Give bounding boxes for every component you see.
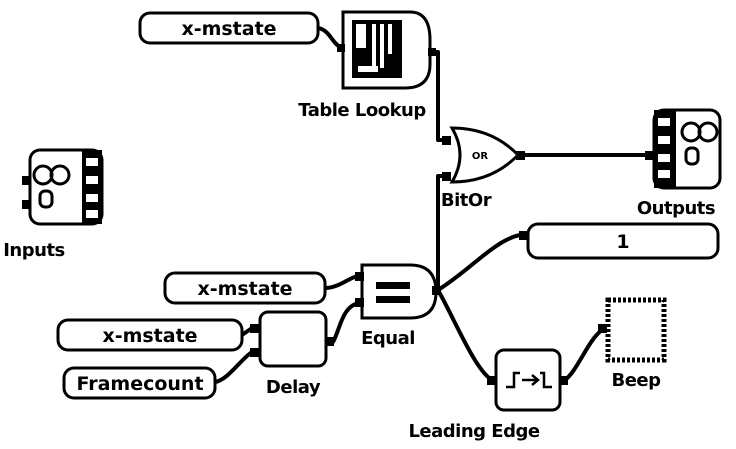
block-label: Table Lookup	[298, 100, 426, 121]
source-label: x-mstate	[181, 18, 276, 40]
edge-arrow-icon	[506, 371, 552, 389]
block-bitor[interactable]: OR BitOr	[441, 126, 525, 211]
table-lookup-icon	[352, 20, 402, 78]
block-inputs[interactable]: Inputs	[3, 148, 104, 261]
wire-framecount-to-delay	[213, 350, 254, 384]
block-leading-edge[interactable]: Leading Edge	[408, 348, 568, 442]
wire-delay-to-equal	[331, 301, 362, 344]
wire-table-lookup-to-bitor	[428, 50, 448, 142]
block-table-lookup[interactable]: Table Lookup	[298, 10, 436, 121]
wire-leading-edge-to-beep	[563, 328, 604, 382]
display-value: 1	[616, 231, 629, 253]
outputs-icon	[658, 118, 719, 178]
block-beep[interactable]: Beep	[598, 297, 667, 391]
source-label: x-mstate	[102, 325, 197, 347]
inputs-icon	[32, 158, 98, 218]
wire-equal-to-leading-edge	[436, 288, 494, 382]
or-symbol: OR	[472, 151, 489, 162]
block-label: Outputs	[637, 198, 715, 219]
block-label: Leading Edge	[408, 421, 539, 442]
wire-equal-to-display	[436, 233, 522, 292]
block-label: BitOr	[441, 190, 492, 211]
block-label: Beep	[611, 370, 661, 391]
source-x-mstate-low[interactable]: x-mstate	[56, 318, 244, 352]
block-label: Delay	[266, 377, 321, 398]
source-framecount[interactable]: Framecount	[62, 366, 217, 400]
source-x-mstate-top[interactable]: x-mstate	[138, 11, 320, 45]
block-label: Equal	[361, 328, 415, 349]
block-label: Inputs	[3, 240, 65, 261]
equal-icon	[376, 282, 410, 303]
block-outputs[interactable]: Outputs	[637, 108, 722, 219]
source-label: x-mstate	[197, 278, 292, 300]
block-equal[interactable]: Equal	[355, 263, 441, 349]
display-value-box[interactable]: 1	[519, 222, 720, 260]
block-delay[interactable]: Delay	[250, 310, 334, 398]
wire-xmstate-to-equal-top	[323, 274, 362, 290]
source-x-mstate-mid[interactable]: x-mstate	[163, 271, 327, 305]
source-label: Framecount	[76, 373, 203, 395]
